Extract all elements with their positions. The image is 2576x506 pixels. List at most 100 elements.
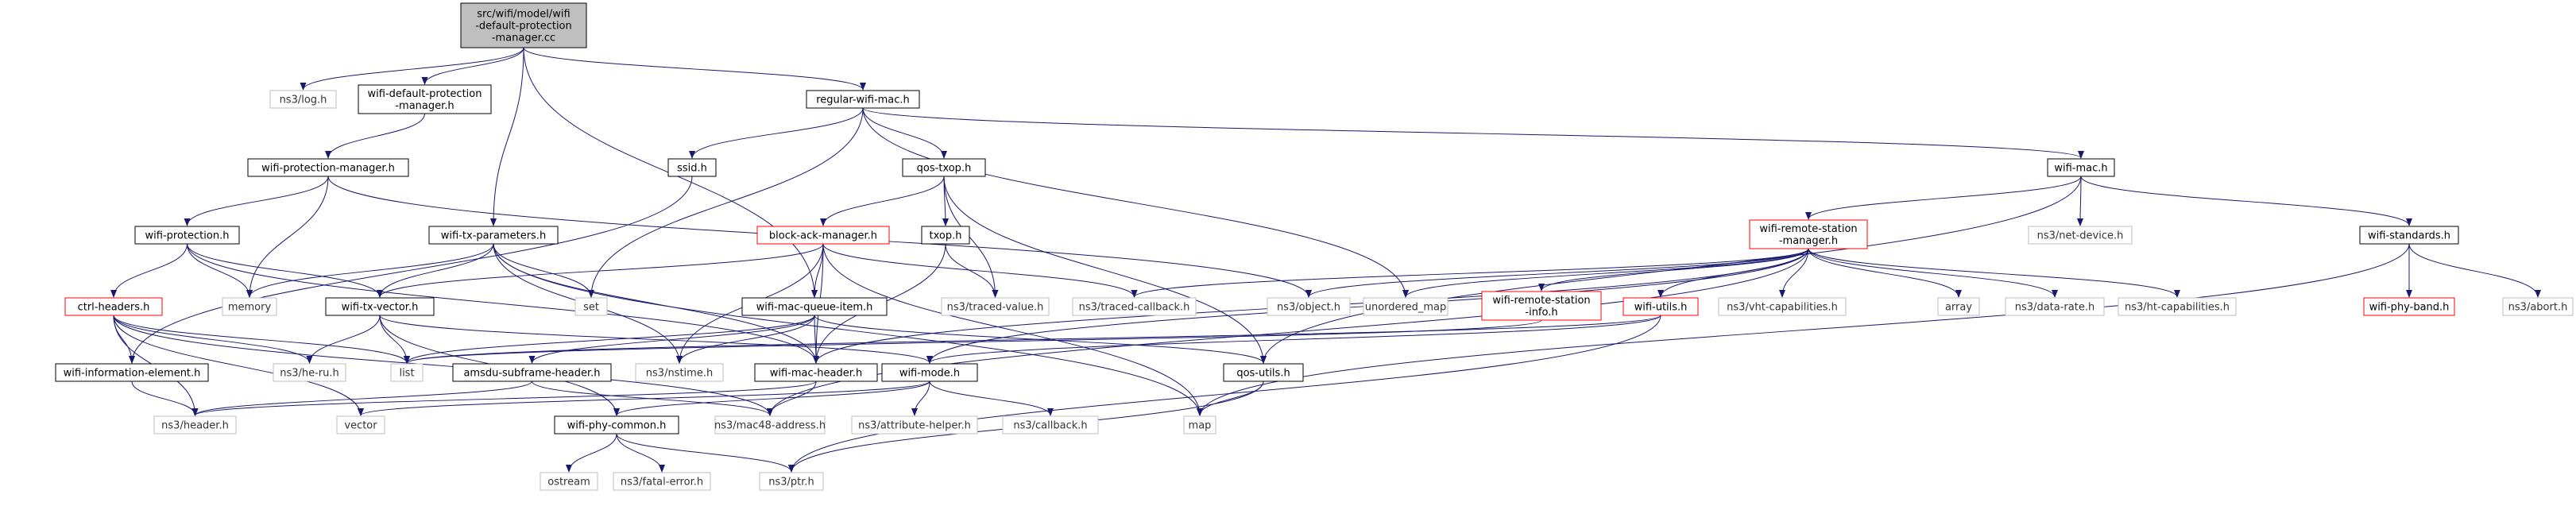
- edge-wprot-to-memory: [187, 243, 253, 298]
- node-box: [390, 363, 424, 382]
- node-label: ctrl-headers.h: [78, 302, 150, 314]
- node-wtxv[interactable]: wifi-tx-vector.h: [325, 297, 435, 316]
- edge-root-to-wtxp: [490, 47, 524, 226]
- node-txop[interactable]: txop.h: [921, 226, 970, 245]
- edge-wphyc-to-ptr: [616, 433, 795, 473]
- node-label: ns3/fatal-error.h: [621, 477, 703, 489]
- node-vector: vector: [336, 415, 385, 435]
- node-bam[interactable]: block-ack-manager.h: [756, 226, 890, 245]
- node-box: [741, 297, 888, 316]
- edge-wmode-to-attr: [911, 380, 930, 416]
- node-wstd[interactable]: wifi-standards.h: [2359, 226, 2459, 245]
- node-box: [1481, 291, 1602, 321]
- node-box: [540, 472, 598, 491]
- edge-root-to-wdpm: [421, 47, 524, 85]
- node-htcap: ns3/ht-capabilities.h: [2118, 297, 2237, 316]
- node-obj: ns3/object.h: [1267, 297, 1351, 316]
- node-box: [1718, 297, 1847, 316]
- node-box: [1363, 297, 1449, 316]
- edge-wtxp-to-wtxv: [377, 243, 494, 298]
- node-qost[interactable]: qos-txop.h: [902, 158, 986, 177]
- node-label: regular-wifi-mac.h: [816, 95, 910, 106]
- node-box: [554, 415, 679, 435]
- edge-wrsm-to-mac48: [767, 248, 1809, 416]
- node-label: ssid.h: [677, 163, 707, 175]
- node-wtxp[interactable]: wifi-tx-parameters.h: [428, 226, 559, 245]
- node-array: array: [1937, 297, 1980, 316]
- node-wmac[interactable]: wifi-mac.h: [2047, 158, 2115, 177]
- edge-ssid-to-wie: [129, 176, 693, 364]
- node-wprot[interactable]: wifi-protection.h: [134, 226, 240, 245]
- node-wmode[interactable]: wifi-mode.h: [881, 363, 978, 382]
- edge-wrsm-to-obj: [1305, 248, 1809, 298]
- node-qosu[interactable]: qos-utils.h: [1223, 363, 1304, 382]
- node-box: [2502, 297, 2574, 316]
- node-wie[interactable]: wifi-information-element.h: [55, 363, 209, 382]
- edge-wmqi-to-nstime: [676, 315, 815, 364]
- edge-wtxv-to-wmode: [379, 315, 933, 364]
- node-label: wifi-information-element.h: [64, 368, 201, 380]
- dependency-edges: [110, 47, 2541, 473]
- node-label: wifi-utils.h: [1634, 302, 1688, 314]
- node-box: [1267, 297, 1351, 316]
- node-label: memory: [228, 302, 272, 314]
- node-box: [460, 2, 587, 48]
- node-amsdu[interactable]: amsdu-subframe-header.h: [452, 363, 612, 382]
- edge-wrsm-to-umap: [1402, 248, 1809, 298]
- node-mac48: ns3/mac48-address.h: [714, 415, 826, 435]
- node-label: ns3/log.h: [280, 95, 327, 106]
- node-box: [452, 363, 612, 382]
- node-box: [2028, 226, 2133, 245]
- node-ostream: ostream: [540, 472, 598, 491]
- node-label: wifi-mac.h: [2054, 163, 2107, 175]
- node-box: [941, 297, 1050, 316]
- edge-rwm-to-qost: [862, 107, 947, 159]
- node-ssid[interactable]: ssid.h: [667, 158, 717, 177]
- node-box: [2005, 297, 2105, 316]
- edge-wstd-to-map: [1197, 243, 2410, 416]
- node-root[interactable]: src/wifi/model/wifi-default-protection-m…: [460, 2, 587, 48]
- node-box: [1183, 415, 1216, 435]
- edge-wrsm-to-htcap: [1808, 248, 2180, 298]
- node-box: [273, 363, 346, 382]
- node-label: map: [1189, 420, 1212, 432]
- node-label: block-ack-manager.h: [769, 230, 877, 242]
- node-wmh[interactable]: wifi-mac-header.h: [754, 363, 878, 382]
- node-wpb[interactable]: wifi-phy-band.h: [2363, 297, 2455, 316]
- node-tval: ns3/traced-value.h: [941, 297, 1050, 316]
- node-wpm[interactable]: wifi-protection-manager.h: [247, 158, 409, 177]
- node-wdpm[interactable]: wifi-default-protection-manager.h: [358, 84, 492, 114]
- node-label: ns3/object.h: [1277, 302, 1340, 314]
- node-label: wifi-default-protection-manager.h: [368, 88, 482, 112]
- node-label: ns3/ptr.h: [768, 477, 814, 489]
- node-label: wifi-phy-common.h: [567, 420, 667, 432]
- node-label: ns3/vht-capabilities.h: [1727, 302, 1838, 314]
- node-box: [667, 158, 717, 177]
- node-ctrl[interactable]: ctrl-headers.h: [64, 297, 163, 316]
- node-nstime: ns3/nstime.h: [635, 363, 724, 382]
- node-label: wifi-mac-header.h: [770, 368, 863, 380]
- node-set: set: [574, 297, 608, 316]
- node-box: [64, 297, 163, 316]
- node-label: list: [399, 368, 414, 380]
- node-wmqi[interactable]: wifi-mac-queue-item.h: [741, 297, 888, 316]
- edge-wmac-to-wrsm: [1805, 176, 2082, 220]
- edge-wmode-to-callback: [929, 380, 1054, 416]
- node-wutil[interactable]: wifi-utils.h: [1623, 297, 1699, 316]
- node-box: [714, 415, 826, 435]
- node-wrsi[interactable]: wifi-remote-station-info.h: [1481, 291, 1602, 321]
- edge-rwm-to-wmac: [862, 107, 2084, 159]
- node-callback: ns3/callback.h: [1002, 415, 1099, 435]
- node-label: wifi-standards.h: [2368, 230, 2450, 242]
- node-wrsm[interactable]: wifi-remote-station-manager.h: [1749, 219, 1868, 249]
- edge-root-to-log: [300, 47, 524, 91]
- node-box: [1002, 415, 1099, 435]
- node-box: [428, 226, 559, 245]
- edge-txop-to-tval: [945, 243, 999, 298]
- node-box: [1223, 363, 1304, 382]
- node-box: [756, 226, 890, 245]
- edge-qost-to-qosu: [943, 176, 1267, 364]
- node-rwm[interactable]: regular-wifi-mac.h: [806, 90, 920, 109]
- node-wphyc[interactable]: wifi-phy-common.h: [554, 415, 679, 435]
